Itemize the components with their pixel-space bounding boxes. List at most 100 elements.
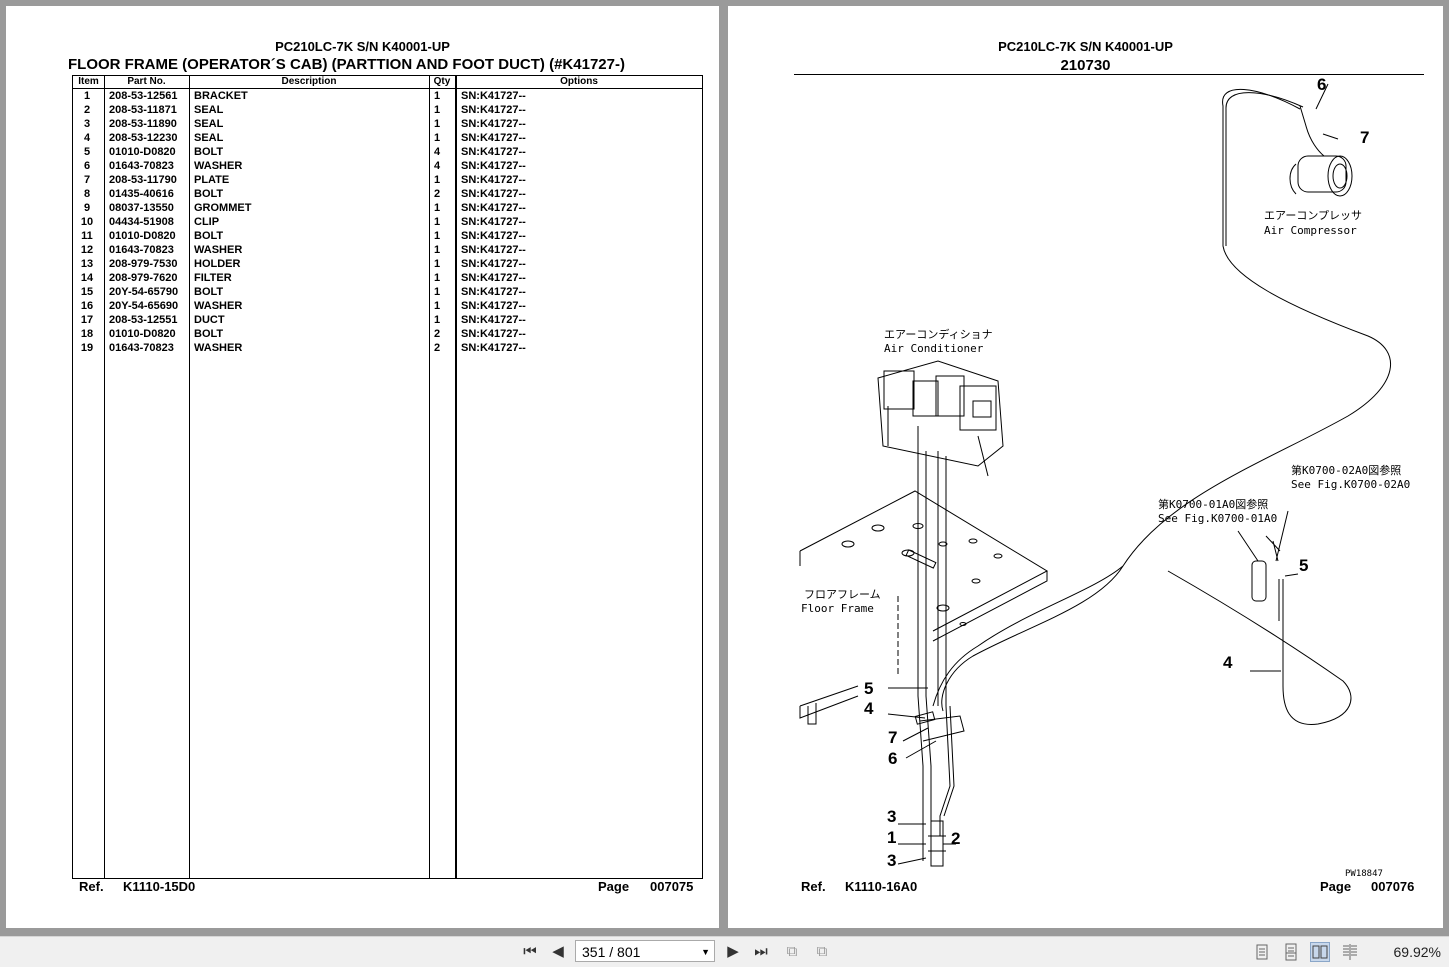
row-part-number: 01010-D0820 — [109, 328, 176, 340]
left-model-header: PC210LC-7K S/N K40001-UP — [275, 39, 450, 54]
floor-label-jp: フロアフレーム — [804, 588, 881, 601]
row-part-number: 208-53-12230 — [109, 132, 178, 144]
row-description: BOLT — [194, 146, 224, 158]
continuous-view-icon[interactable] — [1281, 942, 1301, 962]
callout-number: 1 — [887, 828, 896, 847]
callout-number: 3 — [887, 851, 896, 870]
row-description: BRACKET — [194, 90, 248, 102]
row-item: 6 — [83, 160, 91, 172]
col-divider — [104, 76, 105, 878]
previous-view-icon[interactable]: ⧉ — [786, 943, 798, 960]
previous-page-icon[interactable]: ◀ — [552, 943, 564, 960]
row-part-number: 20Y-54-65690 — [109, 300, 179, 312]
fig1-label-en: See Fig.K0700-01A0 — [1158, 512, 1277, 525]
right-ref-value: K1110-16A0 — [845, 879, 918, 894]
left-page-title: FLOOR FRAME (OPERATOR´S CAB) (PARTTION A… — [68, 56, 625, 73]
row-options: SN:K41727-- — [461, 230, 526, 242]
row-description: SEAL — [194, 132, 224, 144]
right-page: PC210LC-7K S/N K40001-UP 210730 — [728, 6, 1443, 928]
viewer-toolbar: ⏮ ◀ 351 / 801 ▼ ▶ ⏭ ⧉ ⧉ 69.92% — [0, 936, 1449, 967]
row-part-number: 20Y-54-65790 — [109, 286, 179, 298]
row-item: 17 — [80, 314, 94, 326]
right-model-header: PC210LC-7K S/N K40001-UP — [998, 39, 1173, 54]
col-header-description: Description — [281, 76, 337, 87]
row-options: SN:K41727-- — [461, 118, 526, 130]
right-code: 210730 — [1060, 57, 1111, 74]
left-page-label: Page — [598, 879, 630, 894]
row-qty: 1 — [434, 230, 441, 242]
row-options: SN:K41727-- — [461, 258, 526, 270]
row-item: 19 — [80, 342, 94, 354]
page-number-display: 351 / 801 — [582, 944, 641, 960]
row-options: SN:K41727-- — [461, 202, 526, 214]
row-description: FILTER — [194, 272, 232, 284]
row-item: 18 — [80, 328, 94, 340]
left-page: PC210LC-7K S/N K40001-UP FLOOR FRAME (OP… — [6, 6, 719, 928]
row-item: 16 — [80, 300, 94, 312]
last-page-icon[interactable]: ⏭ — [754, 943, 768, 960]
row-part-number: 208-53-11871 — [109, 104, 177, 116]
callout-number: 4 — [864, 699, 874, 718]
single-page-view-icon[interactable] — [1252, 942, 1272, 962]
row-part-number: 208-53-11790 — [109, 174, 177, 186]
chevron-down-icon[interactable]: ▼ — [701, 947, 710, 957]
callout-number: 7 — [888, 728, 897, 747]
next-page-icon[interactable]: ▶ — [727, 943, 739, 960]
two-page-view-icon[interactable] — [1310, 942, 1330, 962]
row-options: SN:K41727-- — [461, 286, 526, 298]
next-view-icon[interactable]: ⧉ — [816, 943, 828, 960]
first-page-icon[interactable]: ⏮ — [523, 943, 537, 960]
right-page-number: 007076 — [1371, 879, 1415, 894]
row-item: 14 — [80, 272, 94, 284]
row-item: 12 — [80, 244, 94, 256]
col-header-part-no: Part No. — [127, 76, 166, 87]
row-options: SN:K41727-- — [461, 216, 526, 228]
col-header-qty: Qty — [433, 76, 451, 87]
row-qty: 1 — [434, 300, 441, 312]
page-number-input[interactable]: 351 / 801 ▼ — [575, 940, 715, 962]
row-options: SN:K41727-- — [461, 132, 526, 144]
row-item: 5 — [83, 146, 91, 158]
row-description: BOLT — [194, 230, 224, 242]
row-description: CLIP — [194, 216, 220, 228]
row-qty: 1 — [434, 286, 441, 298]
row-part-number: 208-53-12561 — [109, 90, 178, 102]
row-item: 7 — [83, 174, 91, 186]
row-part-number: 208-979-7530 — [109, 258, 178, 270]
conditioner-label-jp: エアーコンディショナ — [884, 327, 993, 341]
row-options: SN:K41727-- — [461, 244, 526, 256]
right-page-label: Page — [1320, 879, 1352, 894]
row-part-number: 01643-70823 — [109, 244, 174, 256]
row-options: SN:K41727-- — [461, 314, 526, 326]
row-options: SN:K41727-- — [461, 300, 526, 312]
callout-number: 4 — [1223, 653, 1233, 672]
row-qty: 1 — [434, 132, 441, 144]
two-page-continuous-view-icon[interactable] — [1340, 942, 1360, 962]
zoom-level[interactable]: 69.92% — [1393, 944, 1441, 960]
left-ref-value: K1110-15D0 — [123, 879, 196, 894]
row-qty: 1 — [434, 104, 441, 116]
header-rule — [794, 74, 1424, 75]
fig1-label-jp: 第K0700-01A0図参照 — [1158, 497, 1268, 511]
row-options: SN:K41727-- — [461, 174, 526, 186]
row-description: HOLDER — [194, 258, 241, 270]
table-header: Item Part No. Description Qty Options — [73, 76, 702, 89]
row-qty: 4 — [434, 160, 441, 172]
row-qty: 2 — [434, 188, 441, 200]
row-part-number: 01010-D0820 — [109, 230, 176, 242]
row-part-number: 01435-40616 — [109, 188, 174, 200]
row-qty: 2 — [434, 342, 441, 354]
row-options: SN:K41727-- — [461, 188, 526, 200]
